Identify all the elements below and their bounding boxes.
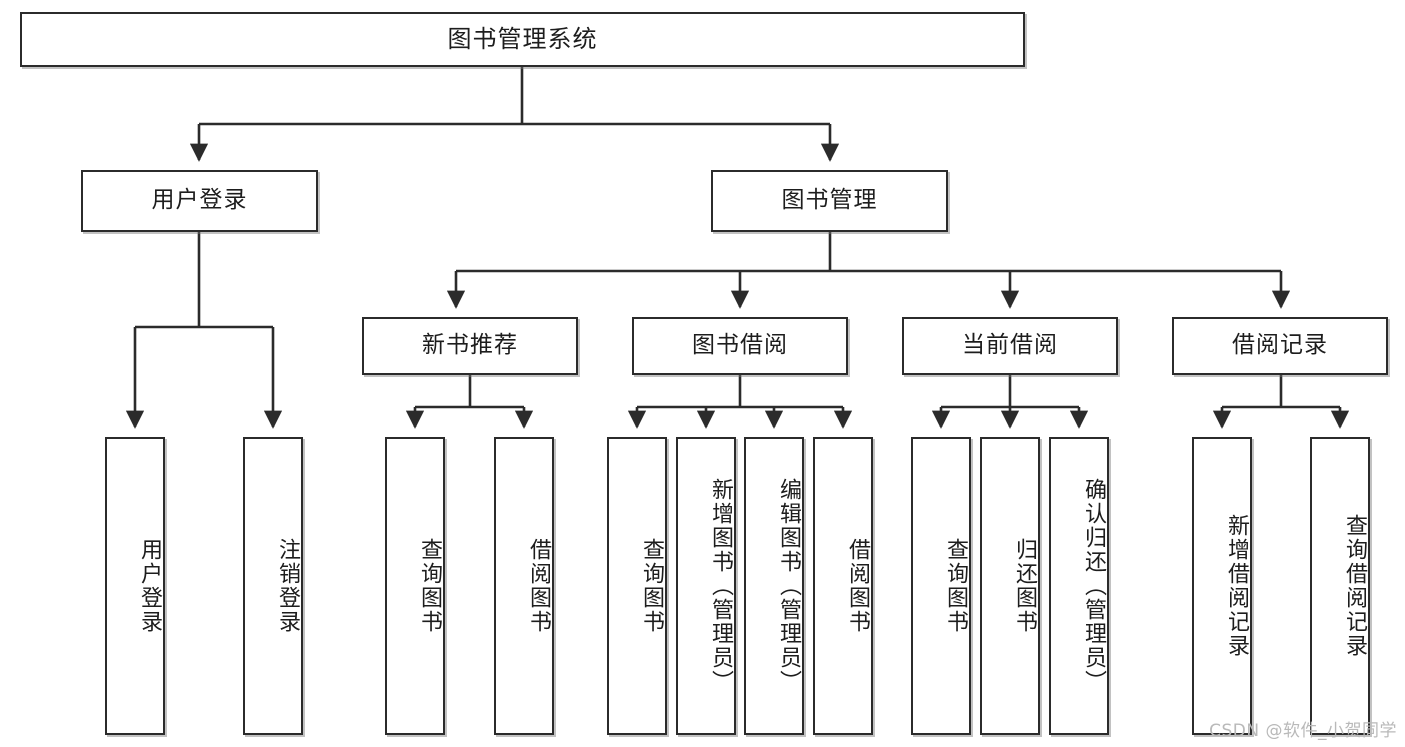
node-leaf-borrow-book-2[interactable]: 借阅图书 [813, 437, 873, 735]
node-book-manage-label: 图书管理 [781, 187, 878, 214]
node-leaf-logout-login[interactable]: 注销登录 [243, 437, 303, 735]
node-borrow-record[interactable]: 借阅记录 [1172, 317, 1388, 375]
node-leaf-confirm-return-admin-label: 确认归还（管理员） [1081, 478, 1106, 694]
node-leaf-borrow-book-1-label: 借阅图书 [526, 538, 551, 634]
node-user-login-label: 用户登录 [151, 187, 248, 214]
node-leaf-add-borrow-record[interactable]: 新增借阅记录 [1192, 437, 1252, 735]
node-leaf-user-login-label: 用户登录 [137, 538, 162, 634]
node-book-manage[interactable]: 图书管理 [711, 170, 948, 232]
node-root-label: 图书管理系统 [447, 25, 598, 54]
node-current-borrow[interactable]: 当前借阅 [902, 317, 1118, 375]
node-book-borrow-label: 图书借阅 [692, 332, 788, 359]
node-leaf-add-book-admin[interactable]: 新增图书（管理员） [676, 437, 736, 735]
node-leaf-query-book-2-label: 查询图书 [639, 538, 664, 634]
node-leaf-query-book-3[interactable]: 查询图书 [911, 437, 971, 735]
node-borrow-record-label: 借阅记录 [1232, 332, 1328, 359]
node-leaf-edit-book-admin[interactable]: 编辑图书（管理员） [744, 437, 804, 735]
node-new-book-recommend[interactable]: 新书推荐 [362, 317, 578, 375]
node-leaf-return-book-label: 归还图书 [1012, 538, 1037, 634]
node-leaf-query-borrow-record-label: 查询借阅记录 [1342, 514, 1367, 658]
node-current-borrow-label: 当前借阅 [962, 332, 1058, 359]
node-book-borrow[interactable]: 图书借阅 [632, 317, 848, 375]
node-leaf-add-borrow-record-label: 新增借阅记录 [1224, 514, 1249, 658]
node-new-book-recommend-label: 新书推荐 [422, 332, 518, 359]
node-root[interactable]: 图书管理系统 [20, 12, 1025, 67]
node-leaf-return-book[interactable]: 归还图书 [980, 437, 1040, 735]
node-leaf-query-book-1[interactable]: 查询图书 [385, 437, 445, 735]
node-leaf-query-book-1-label: 查询图书 [417, 538, 442, 634]
node-user-login[interactable]: 用户登录 [81, 170, 318, 232]
node-leaf-borrow-book-2-label: 借阅图书 [845, 538, 870, 634]
node-leaf-query-borrow-record[interactable]: 查询借阅记录 [1310, 437, 1370, 735]
node-leaf-logout-login-label: 注销登录 [275, 538, 300, 634]
node-leaf-confirm-return-admin[interactable]: 确认归还（管理员） [1049, 437, 1109, 735]
node-leaf-borrow-book-1[interactable]: 借阅图书 [494, 437, 554, 735]
node-leaf-query-book-2[interactable]: 查询图书 [607, 437, 667, 735]
node-leaf-add-book-admin-label: 新增图书（管理员） [708, 478, 733, 694]
node-leaf-user-login[interactable]: 用户登录 [105, 437, 165, 735]
node-leaf-edit-book-admin-label: 编辑图书（管理员） [776, 478, 801, 694]
node-leaf-query-book-3-label: 查询图书 [943, 538, 968, 634]
